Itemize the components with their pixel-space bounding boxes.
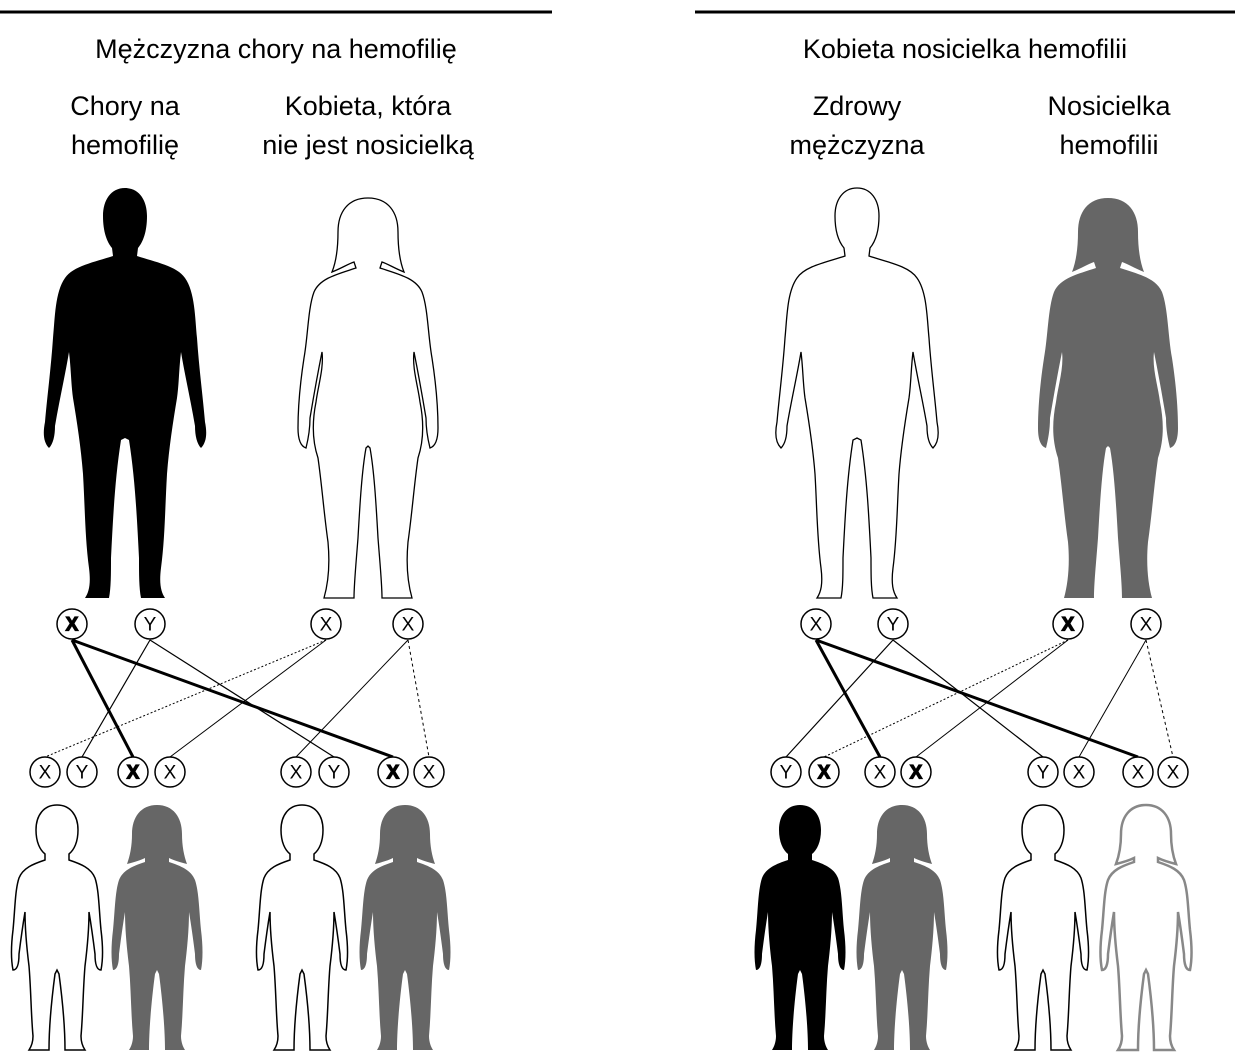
- panel-2-child-2-chromosome-1: X: [865, 757, 895, 787]
- svg-text:X: X: [164, 763, 177, 784]
- panel-1-child-4-girl-figure: [360, 805, 451, 1050]
- svg-text:X: X: [910, 763, 923, 784]
- p2-line-m2-c4: [1146, 640, 1173, 757]
- panel-1-child-2-girl-figure: [112, 805, 203, 1050]
- svg-text:X: X: [387, 763, 400, 784]
- svg-text:X: X: [1167, 763, 1180, 784]
- svg-text:Y: Y: [780, 763, 793, 784]
- panel-2-child-1-chromosome-2: X: [809, 757, 839, 787]
- left-father-label-line2: hemofilię: [71, 130, 179, 160]
- left-mother-label-line2: nie jest nosicielką: [262, 130, 475, 160]
- left-father-label-line1: Chory na: [70, 91, 181, 121]
- panel-2-child-3-chromosome-1: Y: [1028, 757, 1058, 787]
- panel-1-child-4-chromosome-1: X: [378, 757, 408, 787]
- svg-text:X: X: [1062, 615, 1075, 636]
- p1-line-m1-c1: [45, 640, 326, 757]
- svg-text:X: X: [818, 763, 831, 784]
- p2-line-fy-c1: [786, 640, 893, 757]
- panel-2-child-1-boy-figure: [755, 805, 846, 1050]
- p2-line-mx-c2: [916, 640, 1068, 757]
- panel-1-child-3-chromosome-2: Y: [319, 757, 349, 787]
- panel-2-child-4-girl-figure: [1101, 805, 1192, 1050]
- right-mother-label-line1: Nosicielka: [1047, 91, 1171, 121]
- right-mother-label-line2: hemofilii: [1059, 130, 1158, 160]
- p1-line-fy-c3: [150, 640, 334, 757]
- p1-line-fx-c4: [72, 640, 393, 757]
- panel-2-father-y-chromosome: Y: [878, 609, 908, 639]
- panel-2-mother-x1-chromosome: X: [1053, 609, 1083, 639]
- right-father-label-line1: Zdrowy: [813, 91, 902, 121]
- panel-1-father-x-chromosome: X: [57, 609, 87, 639]
- p1-line-m2-c3: [296, 640, 408, 757]
- panel-2-father-x-chromosome: X: [801, 609, 831, 639]
- panel-1-child-3-boy-figure: [257, 805, 348, 1050]
- chromosomes: X Y X X X Y X X X Y X X X Y X X Y X X X Y X X X: [30, 609, 1188, 787]
- svg-text:X: X: [874, 763, 887, 784]
- panel-2-child-2-chromosome-2: X: [901, 757, 931, 787]
- panel-1-father-figure: [44, 188, 206, 598]
- figures: [12, 188, 1192, 1050]
- panel-2-father-figure: [776, 188, 938, 598]
- panel-2-mother-figure: [1038, 198, 1178, 598]
- panel-1-mother-x1-chromosome: X: [311, 609, 341, 639]
- svg-text:X: X: [127, 763, 140, 784]
- svg-text:X: X: [810, 615, 823, 636]
- svg-text:Y: Y: [144, 615, 157, 636]
- svg-text:X: X: [1073, 763, 1086, 784]
- svg-text:X: X: [66, 615, 79, 636]
- p2-line-fx-c2: [816, 640, 880, 757]
- svg-text:X: X: [402, 615, 415, 636]
- p1-line-m2-c4: [408, 640, 429, 757]
- panel-2-mother-x2-chromosome: X: [1131, 609, 1161, 639]
- svg-text:Y: Y: [76, 763, 89, 784]
- panel-1-child-1-boy-figure: [12, 805, 103, 1050]
- panel-1-mother-figure: [298, 198, 438, 598]
- panel-1-child-2-chromosome-2: X: [155, 757, 185, 787]
- svg-text:X: X: [1132, 763, 1145, 784]
- left-panel-title: Mężczyzna chory na hemofilię: [95, 34, 457, 64]
- panel-1-father-y-chromosome: Y: [135, 609, 165, 639]
- right-panel-title: Kobieta nosicielka hemofilii: [803, 34, 1127, 64]
- svg-text:X: X: [423, 763, 436, 784]
- panel-2-child-2-girl-figure: [857, 805, 948, 1050]
- svg-text:Y: Y: [1037, 763, 1050, 784]
- panel-2-child-4-chromosome-2: X: [1158, 757, 1188, 787]
- panel-2-child-1-chromosome-1: Y: [771, 757, 801, 787]
- p2-line-fx-c4: [816, 640, 1138, 757]
- svg-text:X: X: [290, 763, 303, 784]
- svg-text:Y: Y: [887, 615, 900, 636]
- panel-2-child-3-chromosome-2: X: [1064, 757, 1094, 787]
- p1-line-m1-c2: [170, 640, 326, 757]
- svg-text:Y: Y: [328, 763, 341, 784]
- p2-line-m2-c3: [1079, 640, 1146, 757]
- panel-1-mother-x2-chromosome: X: [393, 609, 423, 639]
- right-father-label-line2: mężczyzna: [789, 130, 925, 160]
- left-mother-label-line1: Kobieta, która: [285, 91, 453, 121]
- panel-2-child-3-boy-figure: [998, 805, 1089, 1050]
- svg-text:X: X: [39, 763, 52, 784]
- panel-1-child-4-chromosome-2: X: [414, 757, 444, 787]
- panel-1-child-1-chromosome-2: Y: [67, 757, 97, 787]
- p2-line-fy-c3: [893, 640, 1043, 757]
- svg-text:X: X: [320, 615, 333, 636]
- panel-2-child-4-chromosome-1: X: [1123, 757, 1153, 787]
- panel-1-child-2-chromosome-1: X: [118, 757, 148, 787]
- svg-text:X: X: [1140, 615, 1153, 636]
- panel-1-child-3-chromosome-1: X: [281, 757, 311, 787]
- inheritance-lines: [45, 640, 1173, 757]
- panel-1-child-1-chromosome-1: X: [30, 757, 60, 787]
